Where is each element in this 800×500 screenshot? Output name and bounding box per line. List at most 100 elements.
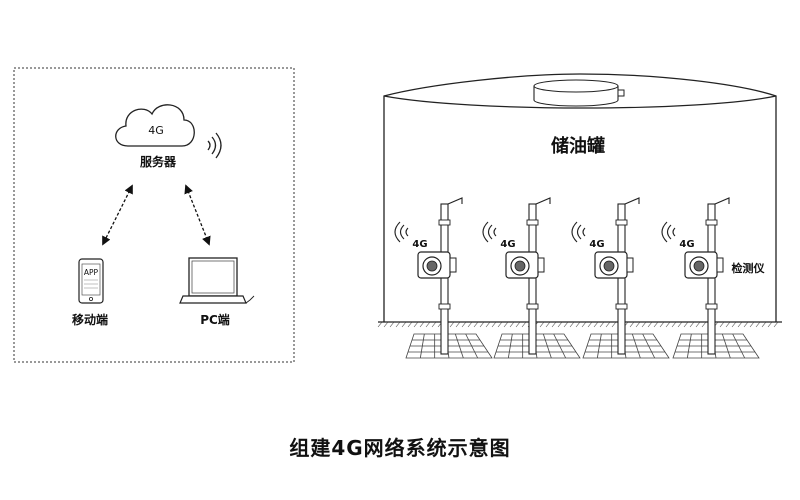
detector-device-icon (594, 251, 634, 279)
network-panel-border (13, 67, 295, 363)
tank-rim-arc (383, 95, 777, 109)
post-pole (617, 203, 626, 355)
wireless-signal-icon (482, 221, 497, 243)
hatch-mark (557, 321, 563, 328)
post-signal-label: 4G (412, 239, 427, 250)
hatch-mark (395, 321, 401, 328)
hatch-mark (689, 321, 695, 328)
radar-sensor-icon (533, 79, 625, 107)
link-arrow-pc (184, 184, 211, 246)
hatch-mark (671, 321, 677, 328)
hatch-mark (665, 321, 671, 328)
hatch-mark (491, 321, 497, 328)
hatch-mark (485, 321, 491, 328)
mobile-phone-icon (78, 258, 104, 304)
detector-posts: 4G 4G 4G 4G (394, 197, 760, 359)
cloud-icon (115, 104, 195, 147)
diagram-caption: 组建4G网络系统示意图 (289, 436, 511, 460)
hatch-mark (635, 321, 641, 328)
hatch-mark (389, 321, 395, 328)
cloud-label: 4G (148, 124, 164, 137)
hatch-mark (767, 321, 773, 328)
hatch-mark (479, 321, 485, 328)
hatch-mark (401, 321, 407, 328)
network-panel: 4G 服务器 APP 移动端 (13, 67, 295, 363)
hatch-mark (725, 321, 731, 328)
hatch-mark (545, 321, 551, 328)
hatch-mark (695, 321, 701, 328)
post-signal-label: 4G (589, 239, 604, 250)
detector-device-icon (684, 251, 724, 279)
hatch-mark (563, 321, 569, 328)
post-pole (707, 203, 716, 355)
device-label: 检测仪 (732, 261, 766, 275)
hatch-mark (449, 321, 455, 328)
hatch-mark (407, 321, 413, 328)
hatch-mark (599, 321, 605, 328)
hatch-mark (461, 321, 467, 328)
hatch-mark (731, 321, 737, 328)
wireless-signal-icon (661, 221, 676, 243)
wireless-signal-icon (571, 221, 586, 243)
hatch-mark (383, 321, 389, 328)
tank-title: 储油罐 (550, 135, 605, 157)
post-pole (440, 203, 449, 355)
hatch-mark (683, 321, 689, 328)
post-signal-label: 4G (500, 239, 515, 250)
hatch-mark (605, 321, 611, 328)
mobile-label: 移动端 (72, 312, 108, 327)
hatch-mark (455, 321, 461, 328)
detector-post: 4G (571, 197, 670, 359)
hatch-mark (773, 321, 779, 328)
hatch-mark (611, 321, 617, 328)
detector-post: 4G (394, 197, 493, 359)
detector-device-icon (417, 251, 457, 279)
ground-grid (405, 333, 493, 359)
ground-grid (582, 333, 670, 359)
hatch-mark (419, 321, 425, 328)
mobile-screen-text: APP (84, 268, 99, 277)
hatch-mark (719, 321, 725, 328)
hatch-mark (641, 321, 647, 328)
pc-label: PC端 (200, 312, 230, 327)
hatch-mark (737, 321, 743, 328)
hatch-mark (503, 321, 509, 328)
hatch-mark (647, 321, 653, 328)
server-label: 服务器 (140, 154, 177, 169)
hatch-mark (761, 321, 767, 328)
ground-grid (672, 333, 760, 359)
hatch-mark (569, 321, 575, 328)
hatch-mark (587, 321, 593, 328)
hatch-mark (473, 321, 479, 328)
laptop-icon (179, 257, 255, 304)
detector-post: 4G (482, 197, 581, 359)
hatch-mark (653, 321, 659, 328)
post-signal-label: 4G (679, 239, 694, 250)
hatch-mark (539, 321, 545, 328)
link-arrow-mobile (102, 184, 133, 246)
hatch-mark (413, 321, 419, 328)
hatch-mark (431, 321, 437, 328)
post-pole (528, 203, 537, 355)
detector-post: 4G (661, 197, 760, 359)
hatch-mark (701, 321, 707, 328)
hatch-mark (749, 321, 755, 328)
hatch-mark (677, 321, 683, 328)
hatch-mark (497, 321, 503, 328)
hatch-mark (509, 321, 515, 328)
hatch-mark (593, 321, 599, 328)
ground-grid (493, 333, 581, 359)
hatch-mark (659, 321, 665, 328)
hatch-mark (425, 321, 431, 328)
hatch-mark (467, 321, 473, 328)
hatch-mark (629, 321, 635, 328)
hatch-mark (515, 321, 521, 328)
hatch-mark (743, 321, 749, 328)
tank-scene: 储油罐 4G 4G 4G 4G 检测仪 (377, 73, 782, 359)
ground-hatch (377, 321, 779, 328)
hatch-mark (581, 321, 587, 328)
wireless-signal-icon (394, 221, 409, 243)
detector-device-icon (505, 251, 545, 279)
wireless-signal-icon (207, 132, 222, 159)
